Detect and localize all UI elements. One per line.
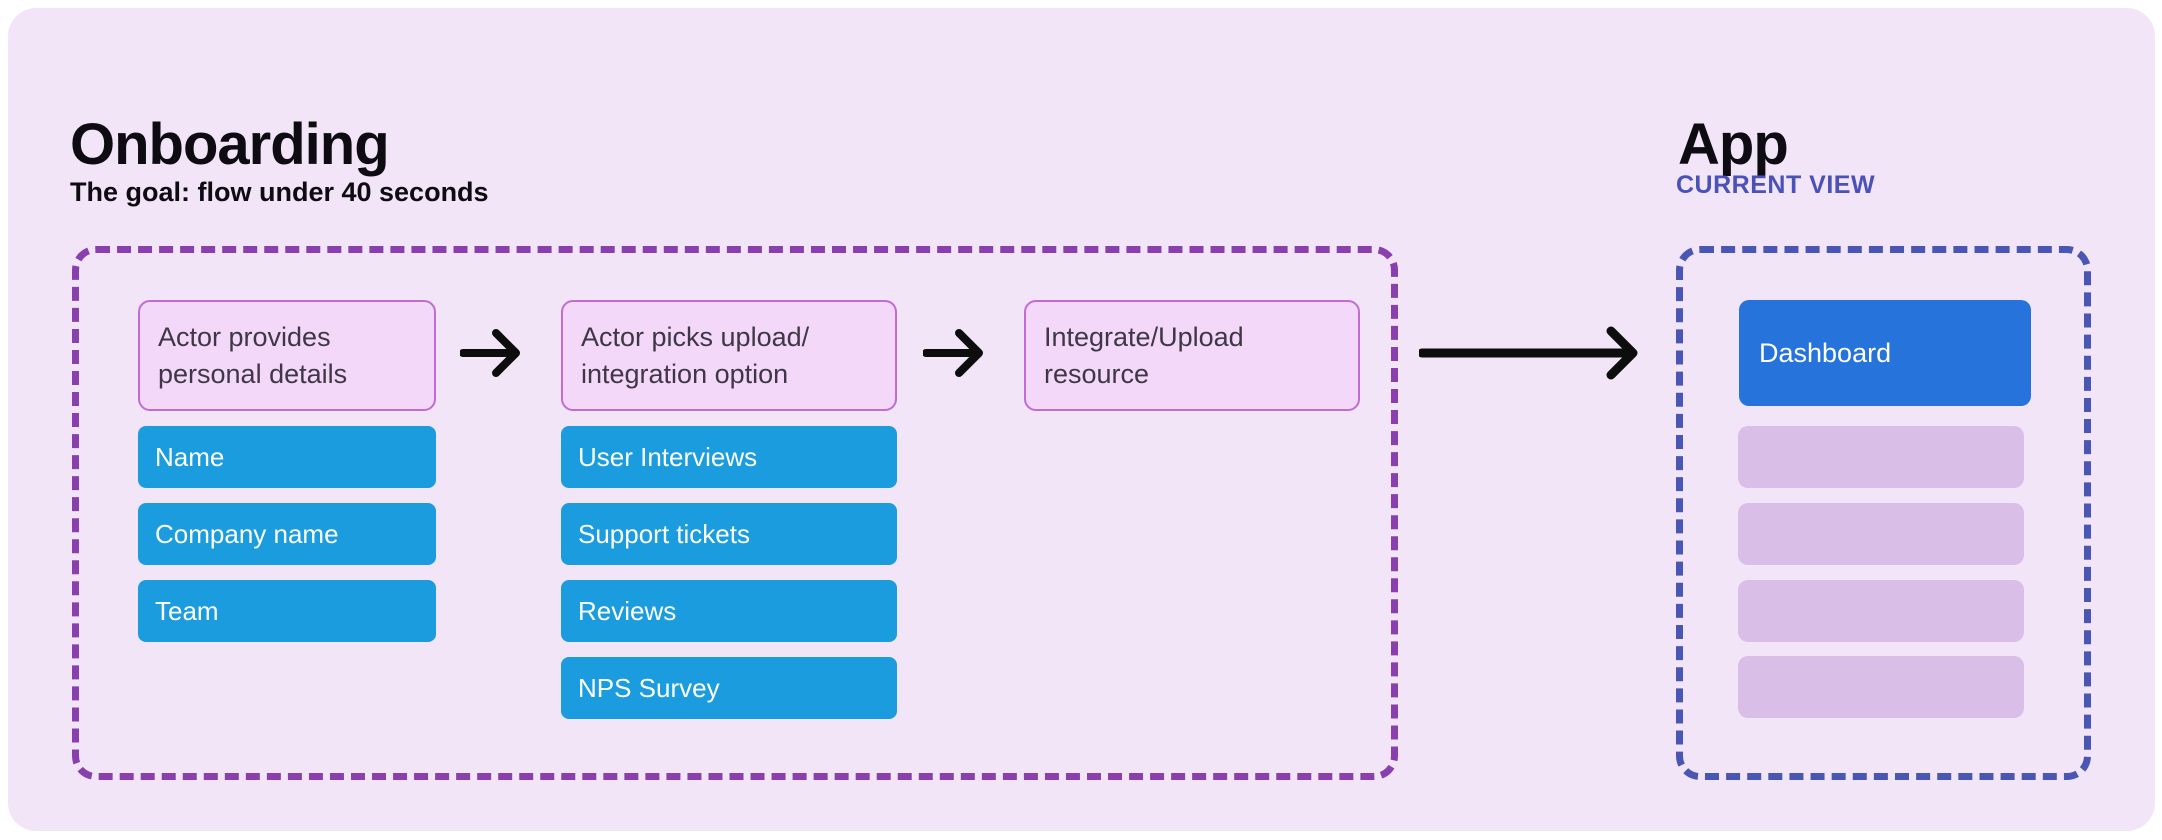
onboarding-goal-text: The goal: flow under 40 seconds — [70, 177, 489, 207]
app-nav-placeholder[interactable] — [1738, 656, 2024, 718]
flow-item-user-interviews[interactable]: User Interviews — [561, 426, 897, 488]
flow-item-name[interactable]: Name — [138, 426, 436, 488]
app-nav-placeholder[interactable] — [1738, 503, 2024, 565]
flow-item-support-tickets[interactable]: Support tickets — [561, 503, 897, 565]
arrow-right-icon — [923, 324, 999, 382]
flow-item-company-name[interactable]: Company name — [138, 503, 436, 565]
step-header-upload-integration[interactable]: Actor picks upload/ integration option — [561, 300, 897, 411]
app-nav-item-dashboard[interactable]: Dashboard — [1739, 300, 2031, 406]
step-header-personal-details[interactable]: Actor provides personal details — [138, 300, 436, 411]
app-nav-placeholder[interactable] — [1738, 580, 2024, 642]
app-view-frame — [1676, 246, 2091, 780]
diagram-surface: Onboarding The goal: flow under 40 secon… — [8, 8, 2155, 831]
flow-step-integrate-upload: Integrate/Upload resource — [1024, 300, 1360, 411]
flow-item-nps-survey[interactable]: NPS Survey — [561, 657, 897, 719]
arrow-right-icon — [460, 324, 536, 382]
flow-step-personal-details: Actor provides personal details Name Com… — [138, 300, 436, 642]
app-nav-placeholder[interactable] — [1738, 426, 2024, 488]
flow-item-reviews[interactable]: Reviews — [561, 580, 897, 642]
current-view-label: CURRENT VIEW — [1676, 171, 1876, 199]
onboarding-section-title: Onboarding — [70, 111, 390, 177]
onboarding-flow-frame — [72, 246, 1398, 780]
flow-item-team[interactable]: Team — [138, 580, 436, 642]
arrow-right-icon — [1419, 324, 1655, 382]
flow-step-upload-integration: Actor picks upload/ integration option U… — [561, 300, 897, 719]
app-section-title: App — [1678, 111, 1789, 177]
step-header-integrate-upload[interactable]: Integrate/Upload resource — [1024, 300, 1360, 411]
